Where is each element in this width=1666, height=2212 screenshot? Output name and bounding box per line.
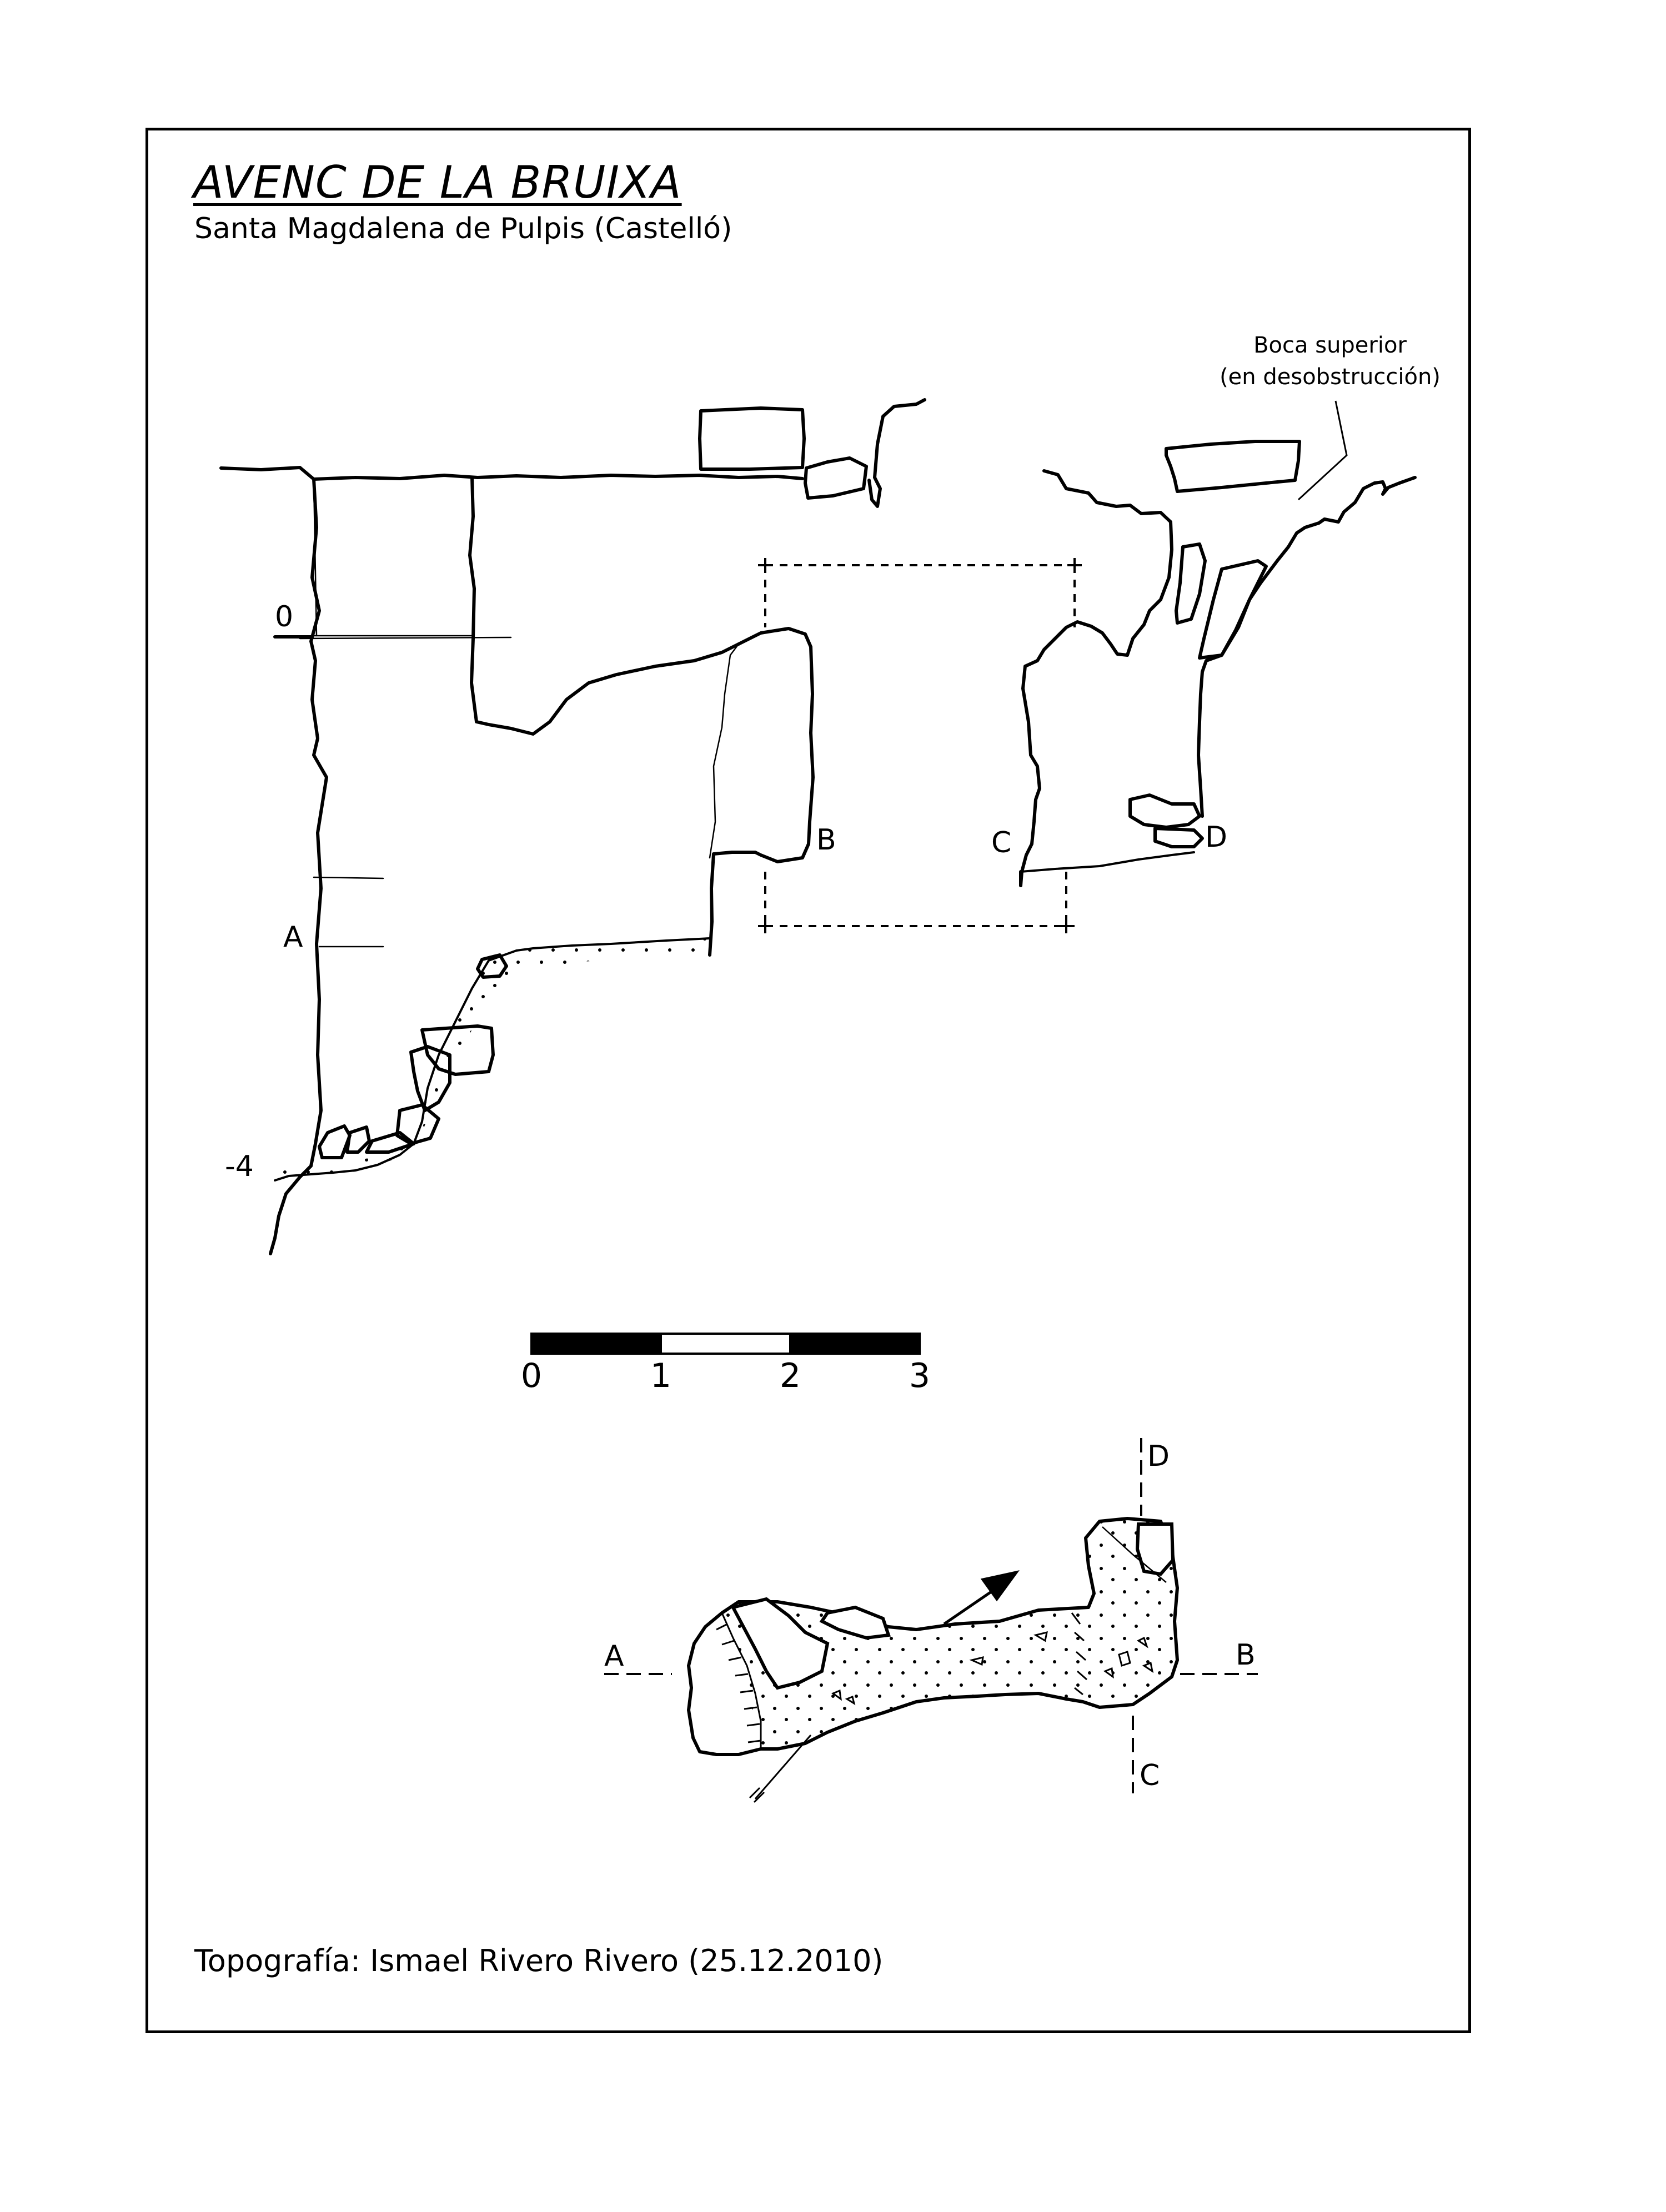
top-block-chip [804,456,868,500]
boulder-slope-5 [318,1124,352,1159]
scale-segment-2-3 [789,1333,921,1355]
plan-crack [1102,1526,1167,1583]
cave-title: AVENC DE LA BRUIXA [193,157,682,208]
cave-location: Santa Magdalena de Pulpis (Castelló) [194,212,732,245]
plan-hatch-ticks [716,1612,1087,1743]
survey-credit: Topografía: Ismael Rivero Rivero (25.12.… [194,1943,884,1978]
plan-label-d: D [1147,1440,1170,1473]
right-surface [1042,469,1172,524]
scale-segment-0-1 [530,1333,662,1355]
scale-tick-0: 0 [521,1356,542,1395]
plan-top-block [1135,1522,1175,1576]
plan-cut-lines [604,1438,1258,1793]
plan-outline [687,1517,1179,1756]
plan-slope-hatch [721,1612,762,1749]
right-outer-wall [1197,476,1417,818]
section-reference-box [758,558,1082,933]
scale-segment-1-2 [660,1333,791,1355]
depth-label-top: 0 [275,600,293,634]
plan-dotted-floor [722,1519,1177,1749]
top-block [698,406,806,471]
plan-inner-block [730,1597,830,1690]
plan-direction-arrow [943,1570,1020,1626]
surface-line [219,466,804,481]
boulder-slab-2 [1198,559,1268,660]
cave-section [219,398,1417,1255]
section-label-a: A [283,921,303,954]
section-label-d: D [1205,821,1227,854]
upper-entrance-note-line1: Boca superior [1253,333,1407,358]
right-floor-line [1020,851,1195,873]
page-frame [145,128,1471,2033]
note-pointer-line [1297,400,1348,501]
boulder-slope-6 [345,1125,371,1154]
cave-plan [604,1438,1258,1803]
reference-lines [299,479,740,948]
scale-tick-3: 3 [909,1356,930,1395]
central-pillar [708,627,815,957]
plan-inner-block-2 [819,1605,891,1640]
boulder-slope-3 [409,1045,451,1112]
top-crack [867,398,926,508]
boulder-slope-4 [395,1103,440,1145]
boulder-upper-right [1165,440,1301,493]
scale-tick-1: 1 [650,1356,671,1395]
plan-label-a: A [604,1640,624,1673]
plan-entrance-mark [749,1735,812,1803]
scale-bar [530,1333,921,1355]
boulder-d-2 [1153,827,1204,848]
boulder-slope-2 [420,1024,495,1076]
boulder-d-1 [1128,793,1201,829]
debris-dots [275,938,710,1180]
scale-tick-2: 2 [780,1356,801,1395]
shaft-inner-wall [468,476,740,736]
plan-label-c: C [1140,1759,1160,1792]
shaft-left-wall [269,477,328,1255]
section-label-c: C [991,826,1011,859]
upper-entrance-note-line2: (en desobstrucción) [1220,364,1441,390]
depth-label-bottom: -4 [225,1150,254,1183]
boulder-slab-1 [1175,542,1207,625]
section-label-b: B [816,823,836,857]
plan-label-b: B [1236,1638,1256,1672]
plan-rubble [831,1631,1154,1706]
right-chamber-wall [1019,520,1173,887]
